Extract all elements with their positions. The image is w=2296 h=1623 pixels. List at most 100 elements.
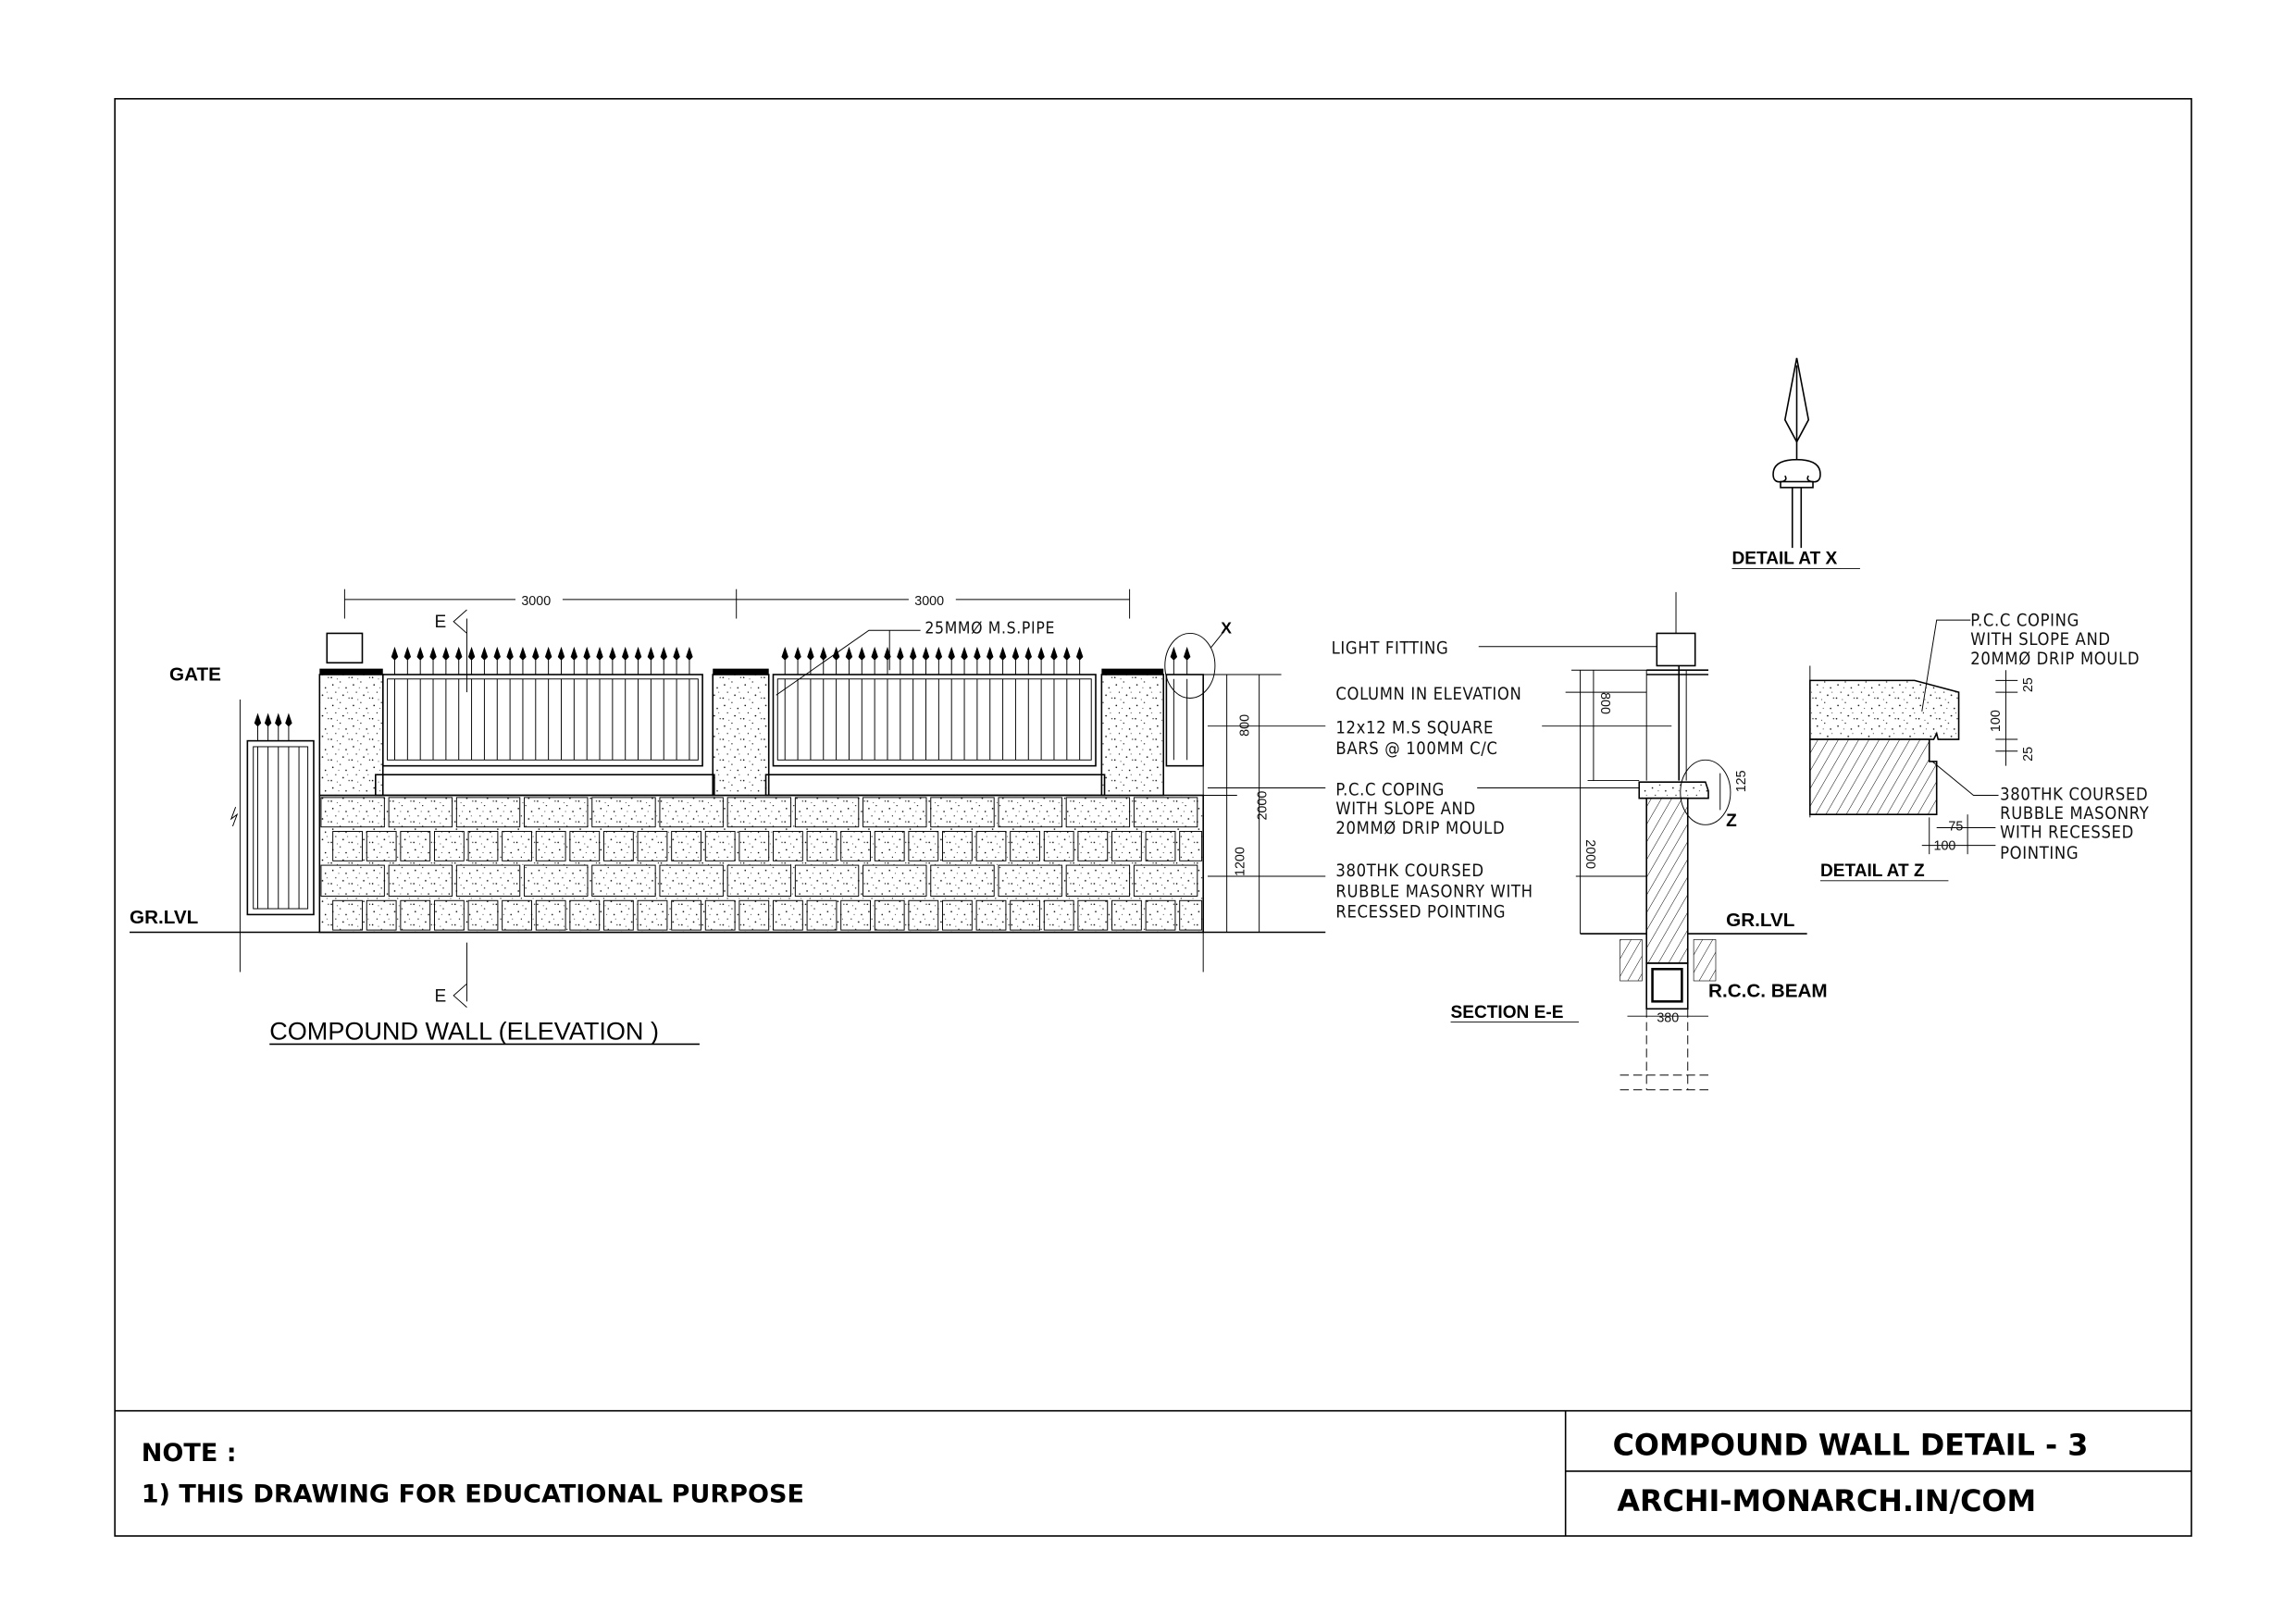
spike-icon bbox=[570, 646, 578, 675]
masonry-block bbox=[1179, 899, 1203, 931]
callout-coping-line-2: WITH SLOPE AND bbox=[1335, 799, 1475, 819]
spike-icon bbox=[285, 712, 292, 741]
pier bbox=[318, 674, 384, 797]
masonry-block bbox=[874, 899, 905, 931]
masonry-block bbox=[455, 864, 521, 897]
masonry-block bbox=[467, 831, 499, 861]
masonry-block bbox=[908, 831, 939, 861]
light-fitting bbox=[326, 632, 364, 664]
masonry-block bbox=[1043, 899, 1074, 931]
rcc-beam bbox=[1645, 962, 1689, 1010]
callout-bars-line-1: 12x12 M.S SQUARE bbox=[1335, 719, 1494, 738]
coping bbox=[764, 774, 1106, 797]
coping-detail bbox=[1809, 679, 1960, 740]
masonry-block bbox=[366, 831, 397, 861]
spike-icon bbox=[429, 646, 437, 675]
spike-icon bbox=[794, 646, 801, 675]
spike-icon bbox=[454, 646, 463, 675]
spike-icon bbox=[1050, 646, 1058, 675]
callout-coping-line-3: 20MMØ DRIP MOULD bbox=[1335, 819, 1505, 838]
callout-column: COLUMN IN ELEVATION bbox=[1335, 685, 1521, 704]
pier bbox=[712, 674, 770, 797]
dimension-total: 2000 bbox=[1582, 839, 1597, 869]
spike-icon bbox=[871, 646, 878, 675]
spike-icon bbox=[391, 646, 399, 675]
spike-icon bbox=[442, 646, 450, 675]
masonry-detail bbox=[1809, 738, 1938, 815]
masonry-block bbox=[433, 899, 465, 931]
masonry-block bbox=[366, 899, 397, 931]
compound-wall-elevation: GR.LVL GATE E bbox=[130, 588, 1326, 1046]
spike-icon bbox=[544, 646, 552, 675]
spike-icon bbox=[781, 646, 788, 675]
dimension-bay-1: 3000 bbox=[521, 594, 551, 609]
coping-section bbox=[1638, 781, 1709, 799]
masonry-block bbox=[400, 899, 431, 931]
masonry-block bbox=[1111, 899, 1142, 931]
dimension-upper: 800 bbox=[1238, 714, 1253, 737]
spike-icon bbox=[974, 646, 981, 675]
section-marker-bottom: E bbox=[434, 986, 446, 1006]
masonry-block bbox=[659, 864, 724, 897]
spike-icon bbox=[493, 646, 501, 675]
detail-x-marker: X bbox=[1221, 618, 1232, 637]
masonry-block bbox=[794, 864, 860, 897]
masonry-block bbox=[1065, 797, 1131, 828]
callout-masonry-line-1: 380THK COURSED bbox=[1335, 861, 1483, 881]
masonry-lower bbox=[318, 794, 1204, 934]
masonry-block bbox=[1145, 899, 1176, 931]
masonry-block bbox=[400, 831, 431, 861]
masonry-block bbox=[704, 899, 736, 931]
spike-icon bbox=[807, 646, 814, 675]
spike-icon bbox=[935, 646, 943, 675]
masonry-block bbox=[320, 864, 385, 897]
masonry-block bbox=[773, 831, 803, 861]
dimension-upper: 800 bbox=[1597, 692, 1612, 714]
spike-icon bbox=[532, 646, 540, 675]
spike-icon bbox=[403, 646, 412, 675]
dimension-bay-2: 3000 bbox=[914, 594, 944, 609]
callout-masonry-line-3: RECESSED POINTING bbox=[1335, 903, 1506, 923]
spike-icon bbox=[647, 646, 655, 675]
masonry-block bbox=[874, 831, 905, 861]
spike-icon bbox=[621, 646, 629, 675]
section-ground-level-label: GR.LVL bbox=[1726, 910, 1794, 931]
website: ARCHI-MONARCH.IN/COM bbox=[1617, 1483, 2036, 1518]
spike-icon bbox=[416, 646, 424, 675]
masonry-block bbox=[930, 864, 995, 897]
masonry-block bbox=[569, 899, 601, 931]
spike-icon bbox=[909, 646, 917, 675]
note-heading: NOTE : bbox=[142, 1439, 237, 1468]
masonry-block bbox=[524, 864, 589, 897]
masonry-block bbox=[942, 831, 973, 861]
masonry-block bbox=[1010, 831, 1041, 861]
detail-z-masonry-line-4: POINTING bbox=[2000, 844, 2079, 863]
dimension-top: 25 bbox=[2021, 677, 2036, 692]
masonry-block bbox=[1133, 864, 1198, 897]
masonry-block bbox=[455, 797, 521, 828]
masonry-block bbox=[998, 797, 1062, 828]
sheet-title: COMPOUND WALL DETAIL - 3 bbox=[1613, 1427, 2089, 1462]
masonry-block bbox=[320, 797, 385, 828]
spike-icon bbox=[1037, 646, 1045, 675]
masonry-block bbox=[1077, 831, 1109, 861]
masonry-block bbox=[840, 899, 871, 931]
masonry-block bbox=[726, 797, 792, 828]
masonry-block bbox=[704, 831, 736, 861]
spike-icon bbox=[1170, 646, 1178, 675]
dimension-total: 2000 bbox=[1256, 791, 1271, 821]
callout-light-fitting: LIGHT FITTING bbox=[1332, 639, 1449, 659]
dimension-coping: 125 bbox=[1734, 770, 1749, 792]
spike-icon bbox=[254, 712, 262, 741]
masonry-block bbox=[975, 899, 1007, 931]
spike-icon bbox=[686, 646, 693, 675]
spike-icon bbox=[660, 646, 667, 675]
detail-z-coping-line-2: WITH SLOPE AND bbox=[1970, 630, 2110, 650]
section-e-e: 380 800 2000 125 Z GR.LVL R.C.C. BEAM SE… bbox=[1450, 591, 1828, 1091]
masonry-block bbox=[738, 831, 770, 861]
callout-coping-line-1: P.C.C COPING bbox=[1335, 780, 1445, 799]
detail-z-title: DETAIL AT Z bbox=[1820, 861, 1925, 881]
masonry-block bbox=[569, 831, 601, 861]
pipe-label: 25MMØ M.S.PIPE bbox=[925, 619, 1055, 638]
